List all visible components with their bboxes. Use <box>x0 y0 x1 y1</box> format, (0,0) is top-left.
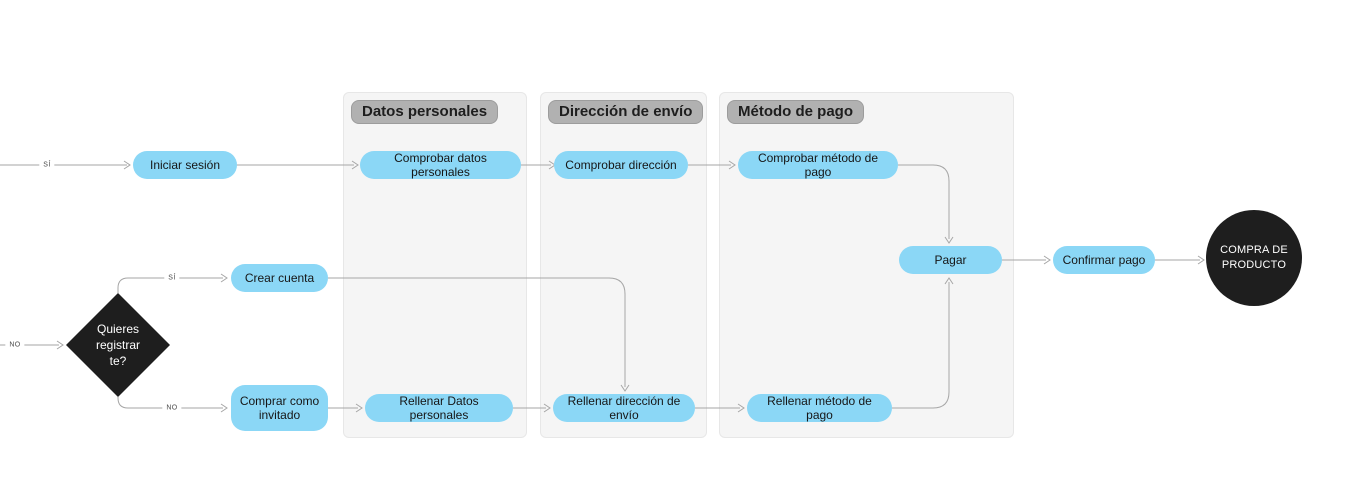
node-iniciar-sesion[interactable]: Iniciar sesión <box>133 151 237 179</box>
panel-title-datos-personales[interactable]: Datos personales <box>351 100 499 124</box>
end-node-text-line2: PRODUCTO <box>1221 259 1287 271</box>
end-node-compra-de-producto[interactable]: COMPRA DE PRODUCTO <box>1206 210 1302 306</box>
edge-label-no-register[interactable]: NO <box>5 341 25 349</box>
node-pagar[interactable]: Pagar <box>899 246 1002 274</box>
edge-label-no-invitado[interactable]: NO <box>162 404 182 412</box>
end-node-text-line1: COMPRA DE <box>1220 244 1288 256</box>
decision-text-line3: te? <box>109 354 127 368</box>
node-rellenar-metodo-pago[interactable]: Rellenar método de pago <box>747 394 892 422</box>
decision-quieres-registrarte[interactable]: Quieres registrar te? <box>66 293 170 397</box>
panel-direccion-envio[interactable]: Dirección de envío <box>540 92 707 438</box>
decision-text-line1: Quieres <box>96 322 140 336</box>
node-rellenar-datos-personales[interactable]: Rellenar Datos personales <box>365 394 513 422</box>
node-confirmar-pago[interactable]: Confirmar pago <box>1053 246 1155 274</box>
node-comprobar-direccion[interactable]: Comprobar dirección <box>554 151 688 179</box>
panel-title-direccion-envio[interactable]: Dirección de envío <box>548 100 704 124</box>
panel-datos-personales[interactable]: Datos personales <box>343 92 527 438</box>
node-comprobar-datos-personales[interactable]: Comprobar datos personales <box>360 151 521 179</box>
edge-label-si-login[interactable]: SÍ <box>39 161 55 169</box>
node-comprobar-metodo-pago[interactable]: Comprobar método de pago <box>738 151 898 179</box>
decision-text-line2: registrar <box>95 338 140 352</box>
node-comprar-como-invitado[interactable]: Comprar como invitado <box>231 385 328 431</box>
edge-label-si-crear-cuenta[interactable]: SÍ <box>164 274 180 282</box>
panel-title-metodo-pago[interactable]: Método de pago <box>727 100 864 124</box>
node-rellenar-direccion-envio[interactable]: Rellenar dirección de envío <box>553 394 695 422</box>
node-crear-cuenta[interactable]: Crear cuenta <box>231 264 328 292</box>
